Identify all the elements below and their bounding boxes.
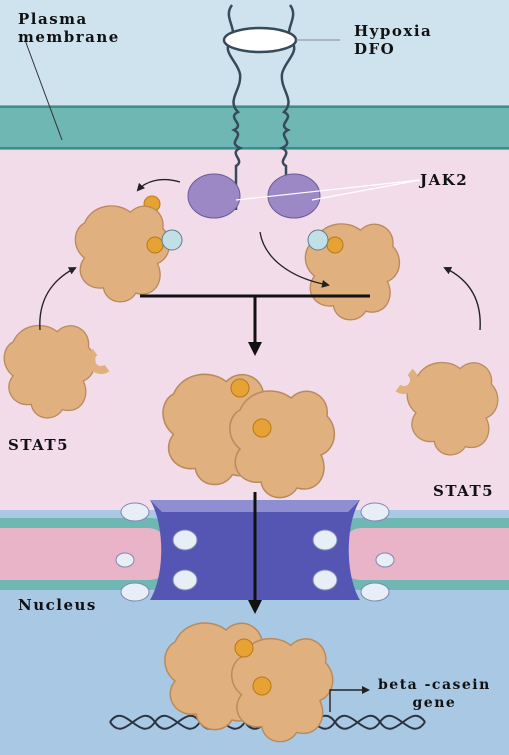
ligand-hypoxia-dfo [224, 28, 296, 52]
jak2-kinase-left [188, 174, 240, 218]
plasma-membrane-label-line1: Plasma [18, 10, 120, 28]
hypoxia-dfo-label: Hypoxia DFO [354, 22, 432, 58]
dfo-label: DFO [354, 40, 432, 58]
hypoxia-label: Hypoxia [354, 22, 432, 40]
plasma-membrane-label-line2: membrane [18, 28, 120, 46]
plasma-membrane-label: Plasma membrane [18, 10, 120, 46]
jak2-label: JAK2 [420, 171, 468, 189]
stat5-label-left: STAT5 [8, 436, 69, 454]
plasma-membrane-band [0, 105, 509, 150]
nucleus-label: Nucleus [18, 596, 97, 614]
stat5-label-right: STAT5 [433, 482, 494, 500]
gene-label-line2: gene [378, 694, 491, 712]
gene-label-line1: beta -casein [378, 676, 491, 694]
beta-casein-gene-label: beta -casein gene [378, 676, 491, 712]
